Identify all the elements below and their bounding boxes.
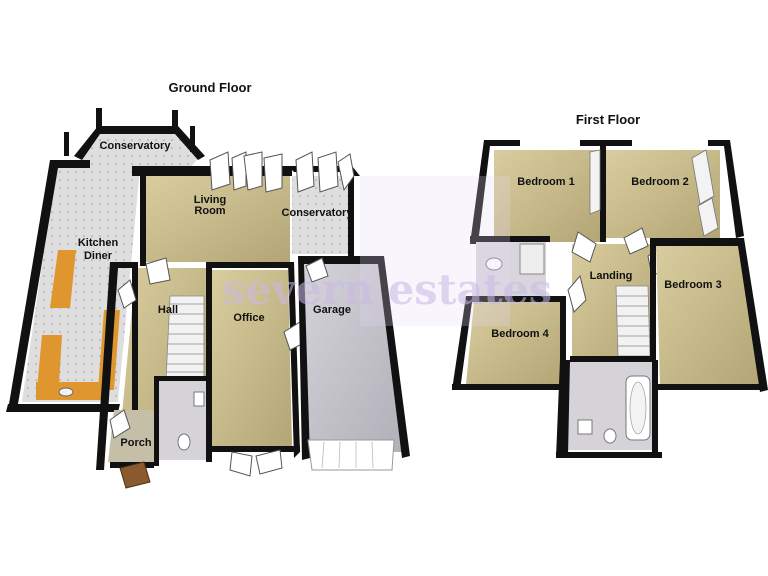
bedroom-4-label: Bedroom 4 xyxy=(491,328,549,340)
bedroom-2-wardrobe xyxy=(691,149,719,237)
bath-inner xyxy=(629,381,647,435)
bedroom-1-label: Bedroom 1 xyxy=(517,176,574,188)
wc-basin xyxy=(193,391,205,407)
bathroom-basin xyxy=(577,419,593,435)
ground-floor xyxy=(6,108,410,489)
hall-label: Hall xyxy=(158,304,178,316)
bedroom-2-room xyxy=(606,140,744,238)
living-room-doors xyxy=(209,151,283,193)
conservatory-doors xyxy=(295,151,355,193)
ground-floor-title: Ground Floor xyxy=(168,80,251,95)
porch-door xyxy=(119,461,151,489)
en-suite-shower xyxy=(519,243,545,275)
bedroom-2-label: Bedroom 2 xyxy=(631,176,688,188)
living-room-label-line1: Living xyxy=(194,194,226,206)
garage-label: Garage xyxy=(313,304,351,316)
bedroom-3-room xyxy=(650,238,768,392)
kitchen-label-line1: Kitchen xyxy=(78,237,119,249)
office-doors xyxy=(229,449,283,477)
wc-toilet xyxy=(177,433,191,451)
stairs-first xyxy=(615,285,651,357)
landing-room xyxy=(567,227,665,360)
bathroom-room xyxy=(556,356,662,458)
office-label: Office xyxy=(233,312,264,324)
conservatory-left-label: Conservatory xyxy=(100,140,172,152)
first-floor xyxy=(452,140,768,458)
bedroom-1-room xyxy=(470,140,622,244)
living-room xyxy=(132,151,292,262)
office-room xyxy=(206,262,307,477)
bedroom-1-wardrobe xyxy=(589,149,601,215)
porch-side-door xyxy=(109,409,131,439)
conservatory-right-label: Conservatory xyxy=(282,207,354,219)
en-suite-basin xyxy=(485,257,503,271)
en-suite-room xyxy=(470,236,550,296)
garage-door xyxy=(307,439,395,471)
hall-door xyxy=(145,257,171,285)
kitchen-label-line2: Diner xyxy=(84,250,113,262)
bedroom-3-label: Bedroom 3 xyxy=(664,279,721,291)
sink xyxy=(58,387,74,397)
porch-label: Porch xyxy=(120,437,151,449)
worktop-left xyxy=(50,250,76,308)
living-room-label-line2: Room xyxy=(194,205,225,217)
porch-room xyxy=(108,409,154,489)
first-floor-title: First Floor xyxy=(576,112,640,127)
bathroom-toilet xyxy=(603,428,617,444)
garage-side-door xyxy=(305,257,329,283)
conservatory-right-room xyxy=(288,151,360,256)
landing-label: Landing xyxy=(590,270,633,282)
watermark-text: severn estates xyxy=(222,265,552,314)
garage-room xyxy=(298,256,410,471)
conservatory-left-room xyxy=(64,108,205,168)
watermark: severn estates xyxy=(222,176,552,326)
hall-door-left xyxy=(117,279,137,309)
bedroom-4-room xyxy=(452,296,566,390)
wc-room xyxy=(154,376,208,466)
